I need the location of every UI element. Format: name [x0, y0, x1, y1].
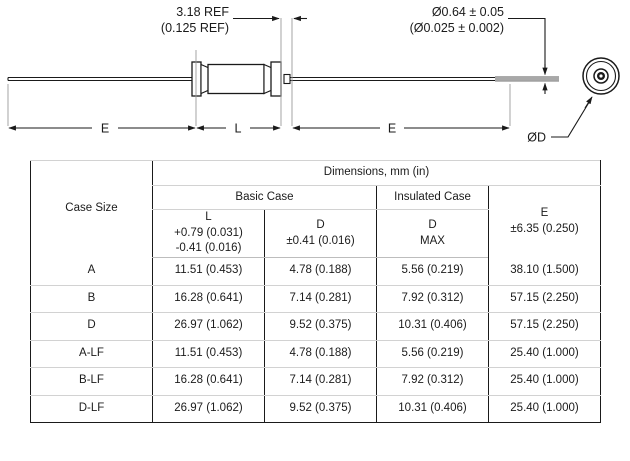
cell-basic-L: 16.28 (0.641): [152, 367, 265, 396]
cell-basic-D: 7.14 (0.281): [264, 285, 377, 313]
header-col-insulated-D-symbol: D: [428, 218, 437, 231]
header-dimensions: Dimensions, mm (in): [152, 160, 601, 186]
callout-lead-diameter-line2: (Ø0.025 ± 0.002): [410, 21, 504, 35]
outline-drawing: 3.18 REF (0.125 REF) Ø0.64 ± 0.05 (Ø0.02…: [0, 0, 630, 155]
header-group-basic-case: Basic Case: [152, 185, 377, 210]
cell-basic-L: 26.97 (1.062): [152, 312, 265, 341]
header-col-basic-L-tol-minus: -0.41 (0.016): [175, 242, 242, 255]
cell-basic-D: 4.78 (0.188): [264, 340, 377, 368]
header-col-insulated-D-qualifier: MAX: [420, 234, 445, 247]
cell-basic-L: 11.51 (0.453): [152, 340, 265, 368]
header-case-size: Case Size: [30, 160, 153, 258]
callout-body-gap: 3.18 REF (0.125 REF): [161, 5, 307, 35]
cell-E: 25.40 (1.000): [488, 367, 601, 396]
dimension-L: L: [196, 122, 281, 136]
dimensions-table: Case Size Dimensions, mm (in) Basic Case…: [30, 160, 601, 423]
end-view-cross-section: [582, 57, 620, 95]
lead-wire-right: [288, 76, 511, 82]
header-col-E: E ±6.35 (0.250): [488, 185, 601, 258]
header-group-insulated-case: Insulated Case: [376, 185, 489, 210]
table-header-row-dimensions: Case Size Dimensions, mm (in): [30, 160, 601, 258]
cell-case-size: D: [30, 312, 153, 341]
cell-case-size: A-LF: [30, 340, 153, 368]
cell-case-size: A: [30, 257, 153, 286]
header-col-E-tolerance: ±6.35 (0.250): [510, 222, 579, 235]
header-col-basic-L: L +0.79 (0.031) -0.41 (0.016): [152, 209, 265, 258]
lead-wire-left: [7, 76, 196, 82]
extension-lines: [7, 18, 511, 126]
callout-lead-diameter: Ø0.64 ± 0.05 (Ø0.025 ± 0.002): [410, 5, 548, 94]
cell-insulated-D: 5.56 (0.219): [376, 257, 489, 286]
callout-body-gap-line2: (0.125 REF): [161, 21, 229, 35]
header-col-basic-L-tol-plus: +0.79 (0.031): [174, 226, 243, 239]
header-col-basic-L-symbol: L: [205, 211, 212, 224]
lead-diameter-sample: [495, 76, 559, 82]
cell-insulated-D: 10.31 (0.406): [376, 395, 489, 423]
cell-insulated-D: 7.92 (0.312): [376, 285, 489, 313]
cell-case-size: B-LF: [30, 367, 153, 396]
cell-basic-D: 7.14 (0.281): [264, 367, 377, 396]
cell-basic-D: 4.78 (0.188): [264, 257, 377, 286]
header-col-basic-D-symbol: D: [316, 218, 325, 231]
diode-body: [191, 61, 291, 97]
cell-case-size: B: [30, 285, 153, 313]
header-col-basic-D-tolerance: ±0.41 (0.016): [286, 234, 355, 247]
cell-E: 57.15 (2.250): [488, 285, 601, 313]
cell-basic-L: 26.97 (1.062): [152, 395, 265, 423]
cell-basic-D: 9.52 (0.375): [264, 395, 377, 423]
cell-basic-D: 9.52 (0.375): [264, 312, 377, 341]
callout-lead-diameter-line1: Ø0.64 ± 0.05: [432, 5, 504, 19]
leader-end-view-diameter: ØD: [527, 96, 593, 145]
header-col-basic-D: D ±0.41 (0.016): [264, 209, 377, 258]
dimension-label-E-right: E: [388, 122, 396, 136]
callout-body-gap-line1: 3.18 REF: [176, 5, 229, 19]
table-header-row-subcolumns: L +0.79 (0.031) -0.41 (0.016) D ±0.41 (0…: [31, 209, 601, 258]
dimension-E-left: E: [8, 122, 196, 136]
header-col-insulated-D: D MAX: [376, 209, 489, 258]
cell-insulated-D: 10.31 (0.406): [376, 312, 489, 341]
dimensions-table-container: Case Size Dimensions, mm (in) Basic Case…: [30, 160, 601, 423]
cell-basic-L: 16.28 (0.641): [152, 285, 265, 313]
dimension-label-E-left: E: [101, 122, 109, 136]
drawing-canvas: 3.18 REF (0.125 REF) Ø0.64 ± 0.05 (Ø0.02…: [7, 5, 620, 145]
dimension-label-L: L: [235, 122, 242, 136]
cell-E: 57.15 (2.250): [488, 312, 601, 341]
header-col-E-symbol: E: [540, 207, 549, 220]
cell-basic-L: 11.51 (0.453): [152, 257, 265, 286]
cell-insulated-D: 5.56 (0.219): [376, 340, 489, 368]
cell-case-size: D-LF: [30, 395, 153, 423]
dimension-E-right: E: [292, 122, 510, 136]
table-header-row-groups: Basic Case Insulated Case E ±6.35 (0.250…: [31, 185, 601, 258]
cell-insulated-D: 7.92 (0.312): [376, 367, 489, 396]
cell-E: 38.10 (1.500): [488, 257, 601, 286]
end-view-label: ØD: [527, 131, 546, 145]
cell-E: 25.40 (1.000): [488, 340, 601, 368]
cell-E: 25.40 (1.000): [488, 395, 601, 423]
